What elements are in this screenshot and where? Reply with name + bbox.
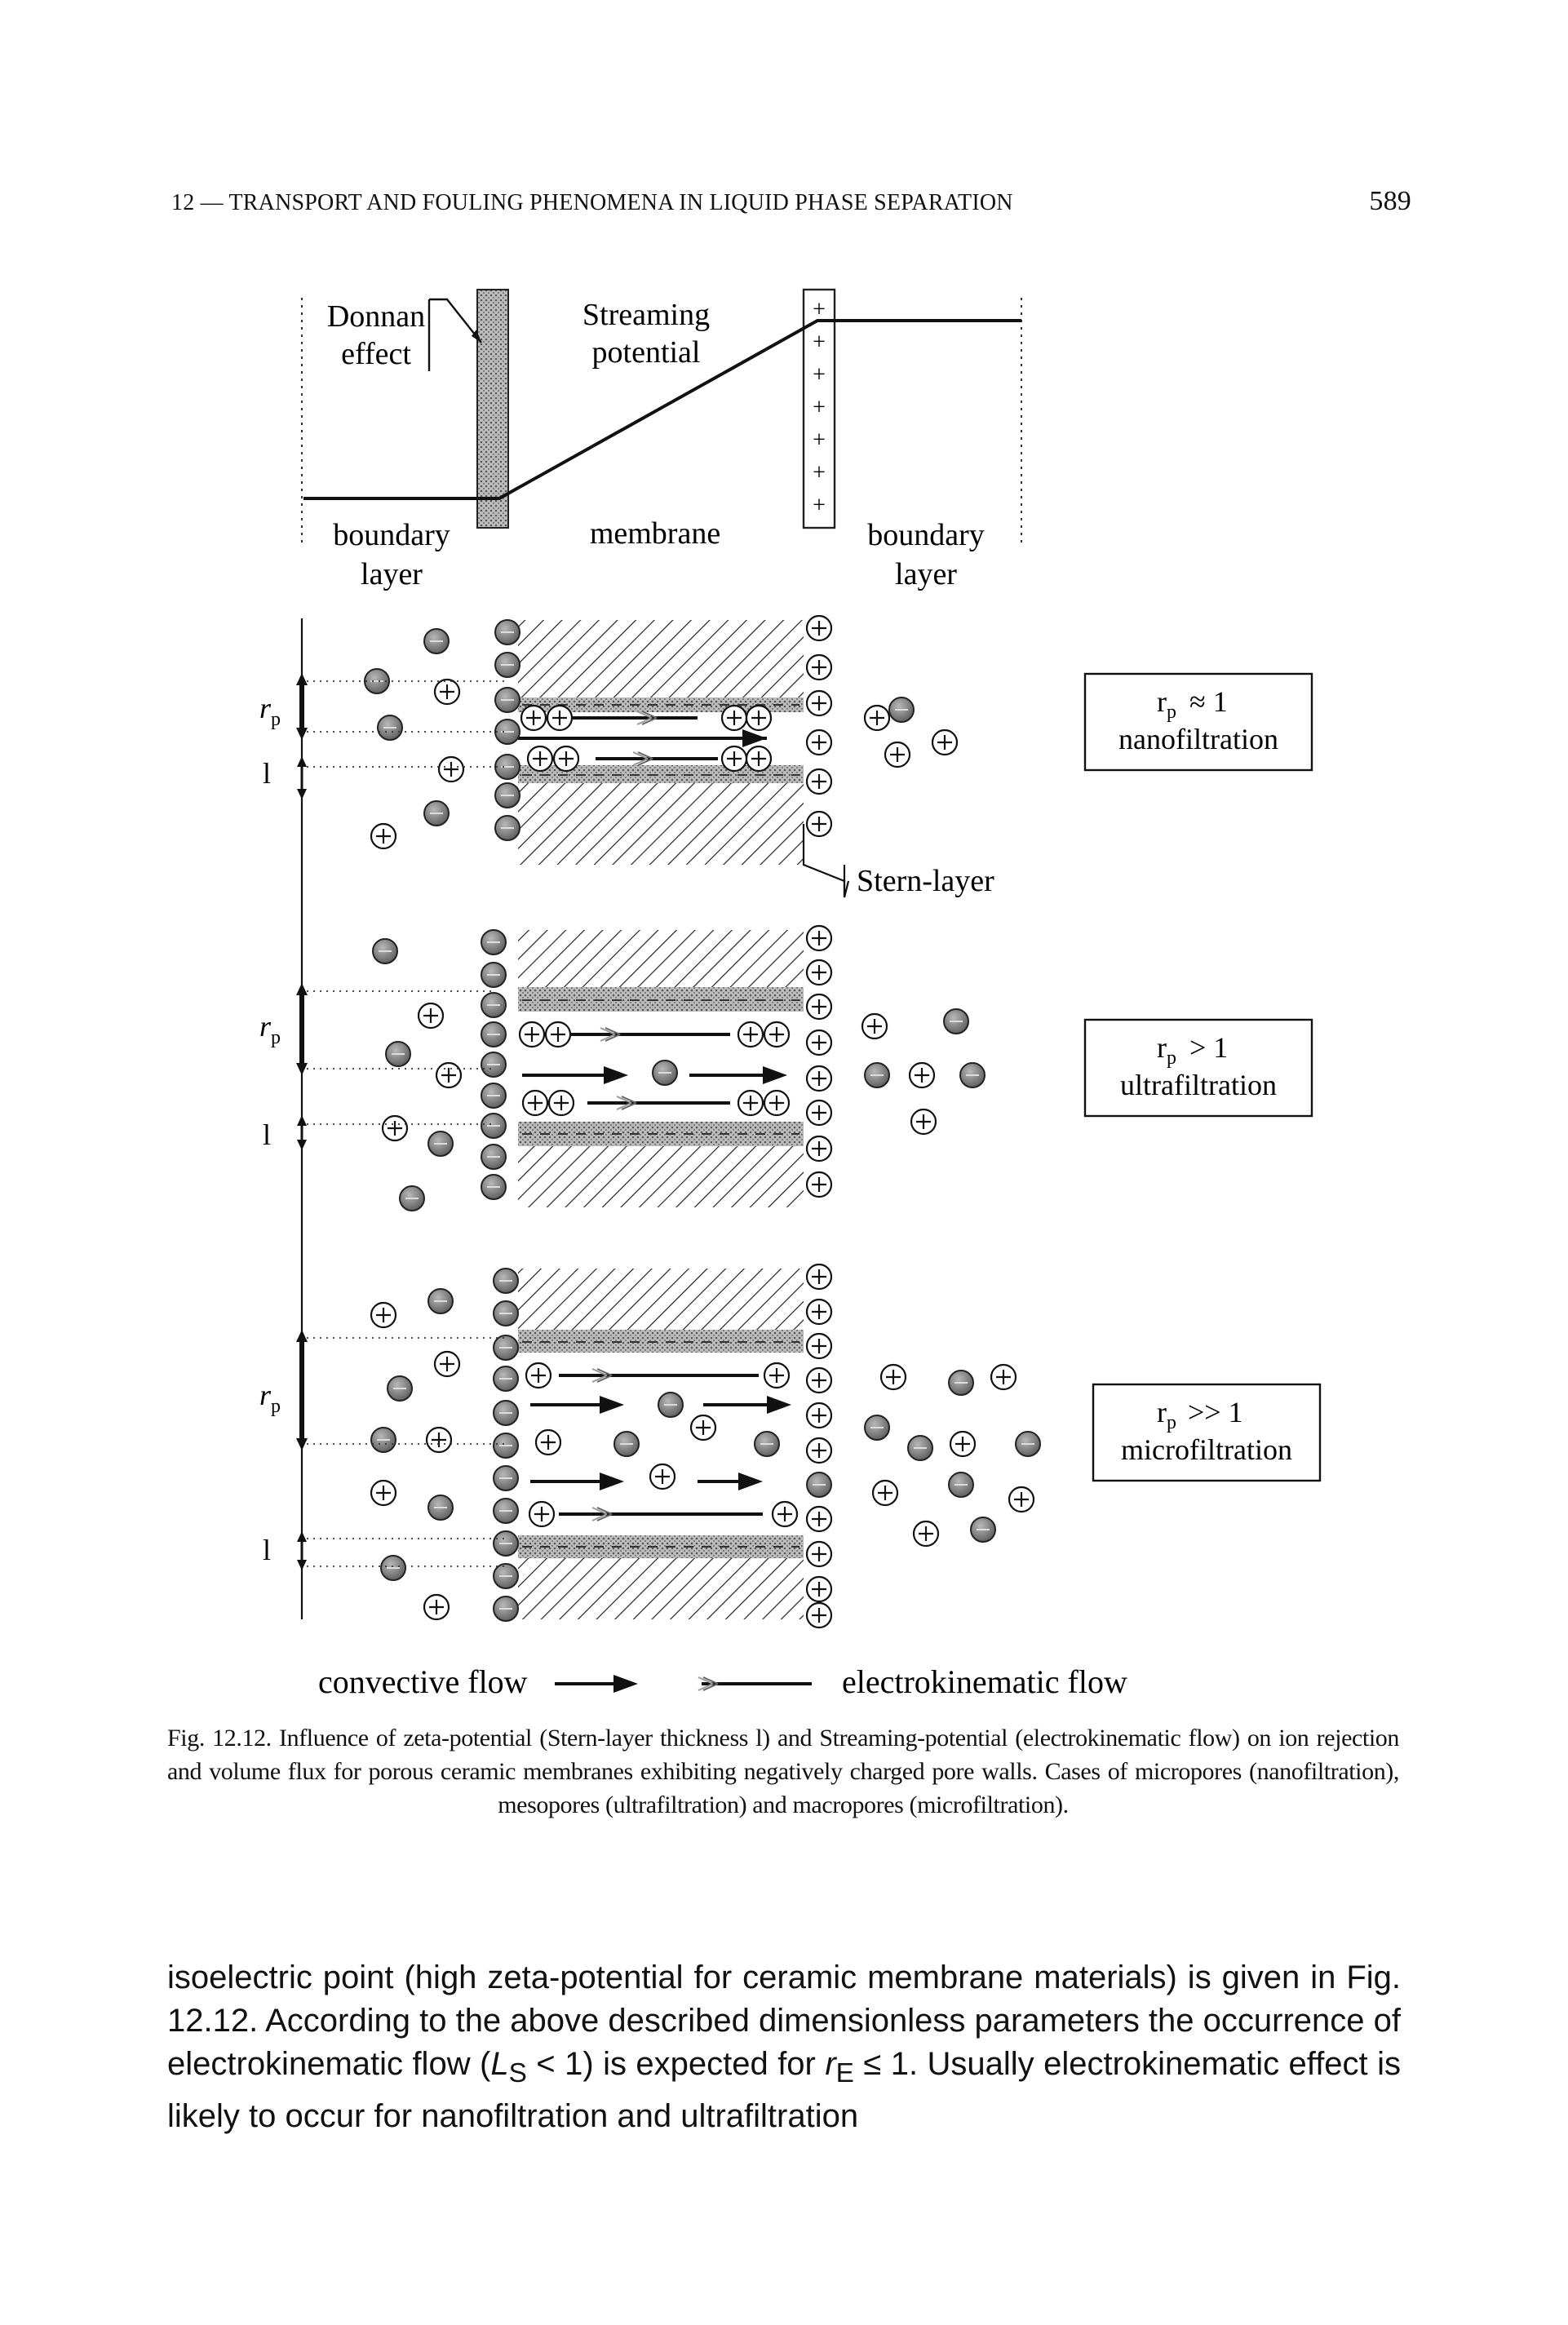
pore-wall-top: [518, 930, 804, 987]
pore-wall-bottom: [518, 1146, 804, 1207]
running-title: 12 — TRANSPORT AND FOULING PHENOMENA IN …: [171, 190, 1013, 215]
pore-wall-bottom: [518, 783, 804, 865]
stern-layer-label: Stern-layer: [857, 864, 994, 898]
flow-legend: convective flow electrokinematic flow: [318, 1663, 1127, 1700]
panel-nanofiltration: r p l Stern-layer rp ≈ 1 nanofiltration: [259, 614, 1313, 898]
donnan-label: Donnan: [327, 299, 425, 334]
potential-diagram: + + + + + + + Donnan effect Streaming po…: [301, 288, 1022, 591]
svg-text:+: +: [813, 395, 826, 420]
rp-label: r: [259, 692, 272, 724]
microfiltration-label: microfiltration: [1121, 1433, 1292, 1466]
svg-text:p: p: [271, 709, 281, 730]
svg-text:+: +: [813, 493, 826, 518]
boundary-layer-left-2: layer: [361, 557, 423, 591]
streaming-label: Streaming: [582, 298, 710, 332]
electrokinematic-flow-label: electrokinematic flow: [842, 1663, 1127, 1700]
body-paragraph: isoelectric point (high zeta-potential f…: [167, 1960, 1401, 2134]
svg-text:l: l: [263, 1534, 271, 1566]
potential-label: potential: [592, 335, 701, 370]
svg-text:≈ 1: ≈ 1: [1189, 685, 1228, 718]
boundary-layer-right-2: layer: [895, 557, 957, 591]
panel-ultrafiltration: r p l rp > 1 ultrafiltration: [259, 924, 1313, 1211]
svg-text:r: r: [259, 1379, 272, 1411]
panel-microfiltration: r p l rp >> 1 microfiltration: [259, 1263, 1322, 1629]
nanofiltration-box: [1083, 672, 1313, 772]
page-number: 589: [1369, 186, 1411, 216]
svg-text:+: +: [813, 297, 826, 322]
l-label: l: [263, 757, 271, 790]
boundary-layer-left-1: boundary: [333, 518, 450, 552]
stern-layer-bar: [476, 289, 509, 529]
svg-text:p: p: [271, 1027, 281, 1048]
pore-wall-bottom: [518, 1558, 804, 1619]
figure-caption: Fig. 12.12. Influence of zeta-potential …: [167, 1725, 1399, 1818]
ultrafiltration-box: [1083, 1018, 1313, 1118]
pore-wall-top: [518, 1269, 804, 1330]
ultrafiltration-label: ultrafiltration: [1120, 1069, 1277, 1101]
charged-surface-bar: [802, 288, 836, 529]
convective-flow-label: convective flow: [318, 1663, 528, 1700]
svg-text:l: l: [263, 1118, 271, 1151]
svg-text:+: +: [813, 427, 826, 453]
svg-text:> 1: > 1: [1189, 1031, 1228, 1064]
plus-charges: + + + + + + +: [813, 297, 826, 518]
microfiltration-box: [1092, 1383, 1322, 1482]
effect-label: effect: [341, 337, 411, 371]
nanofiltration-label: nanofiltration: [1118, 723, 1278, 755]
svg-text:+: +: [813, 362, 826, 388]
pore-wall-top: [518, 620, 804, 698]
membrane-label: membrane: [590, 516, 720, 551]
svg-text:+: +: [813, 460, 826, 485]
svg-text:>> 1: >> 1: [1188, 1396, 1243, 1428]
potential-curve: [303, 319, 1021, 500]
boundary-layer-right-1: boundary: [867, 518, 985, 552]
svg-text:+: +: [813, 330, 826, 355]
svg-text:p: p: [271, 1396, 281, 1417]
figure-12-12: + + + + + + + Donnan effect Streaming po…: [259, 288, 1322, 1700]
svg-text:r: r: [259, 1010, 272, 1043]
running-header: 12 — TRANSPORT AND FOULING PHENOMENA IN …: [171, 186, 1411, 217]
